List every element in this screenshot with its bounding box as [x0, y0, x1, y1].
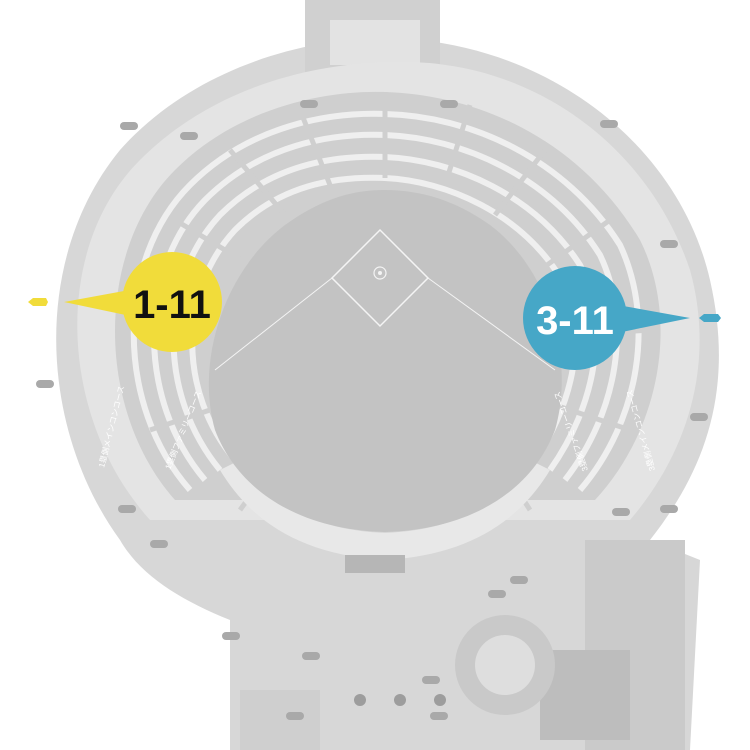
- home-dugout-area: [345, 555, 405, 573]
- infield-diamond: [330, 228, 430, 328]
- marker-badge-1-11[interactable]: [122, 252, 222, 352]
- left-bottom-building: [240, 690, 320, 750]
- marker-badge-3-11[interactable]: [523, 266, 627, 370]
- gate-tag-1-11[interactable]: [28, 298, 48, 306]
- marker-label-3-11: 3-11: [536, 299, 614, 343]
- gate-tag-3-11[interactable]: [699, 314, 721, 322]
- pitchers-mound: [373, 266, 387, 280]
- gate-tags: [36, 100, 708, 720]
- marker-pointer-left: [64, 288, 140, 318]
- field: [208, 190, 562, 532]
- seat-area-marker-3-11[interactable]: 3-11: [523, 266, 721, 370]
- seat-area-marker-1-11[interactable]: 1-11: [28, 252, 222, 352]
- marker-pointer-right: [612, 304, 690, 334]
- marker-label-1-11: 1-11: [133, 283, 211, 327]
